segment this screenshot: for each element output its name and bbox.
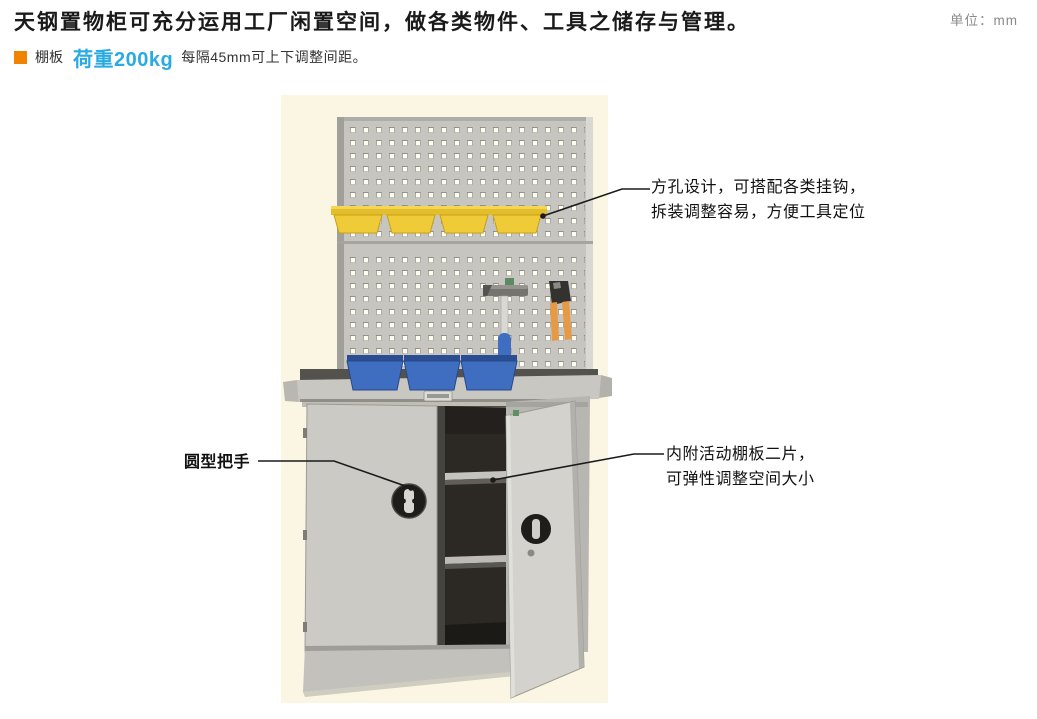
callout-line-text: 圆型把手 <box>184 454 251 471</box>
cabinet-interior <box>437 406 506 648</box>
shelf-callout-line <box>492 453 664 481</box>
open-right-door <box>505 400 585 699</box>
interior-shelf-top <box>445 471 506 485</box>
open-door-handle <box>521 514 551 557</box>
hanging-pliers <box>549 281 572 341</box>
callout-line-text: 内附活动棚板二片， <box>666 446 815 463</box>
left-door <box>303 403 438 653</box>
round-handle <box>391 483 427 519</box>
callout-lines <box>258 188 664 491</box>
handle-callout-dot <box>408 485 414 491</box>
handle-callout-line <box>258 460 412 489</box>
cabinet-base <box>303 644 577 697</box>
load-capacity-highlight: 荷重200kg <box>73 48 174 71</box>
callout-line-text: 拆装调整容易，方便工具定位 <box>651 204 866 221</box>
yellow-hook-rail <box>331 206 547 234</box>
callout-pegboard-feature: 方孔设计，可搭配各类挂钩， 拆装调整容易，方便工具定位 <box>651 175 866 225</box>
pegboard-callout-line <box>542 188 650 217</box>
feature-label: 棚板 <box>35 49 63 65</box>
orange-bullet-icon <box>14 50 27 64</box>
pegboard-panel <box>337 117 593 375</box>
callout-line-text: 方孔设计，可搭配各类挂钩， <box>651 179 866 196</box>
feature-description: 每隔45mm可上下调整间距。 <box>181 49 368 65</box>
page-title: 天钢置物柜可充分运用工厂闲置空间，做各类物件、工具之储存与管理。 <box>14 11 750 34</box>
callout-adjustable-shelves: 内附活动棚板二片， 可弹性调整空间大小 <box>666 442 815 492</box>
callout-round-handle: 圆型把手 <box>184 450 250 475</box>
interior-shelf-bottom <box>445 555 506 569</box>
pegboard-callout-dot <box>540 213 546 219</box>
shelf-callout-dot <box>490 477 496 483</box>
brand-plate <box>423 390 453 402</box>
blue-parts-bins <box>346 355 518 391</box>
unit-note: 单位：mm <box>950 13 1018 28</box>
feature-line: 棚板 荷重200kg 每隔45mm可上下调整间距。 <box>14 45 368 71</box>
cabinet-body <box>302 390 590 699</box>
callout-line-text: 可弹性调整空间大小 <box>666 471 815 488</box>
